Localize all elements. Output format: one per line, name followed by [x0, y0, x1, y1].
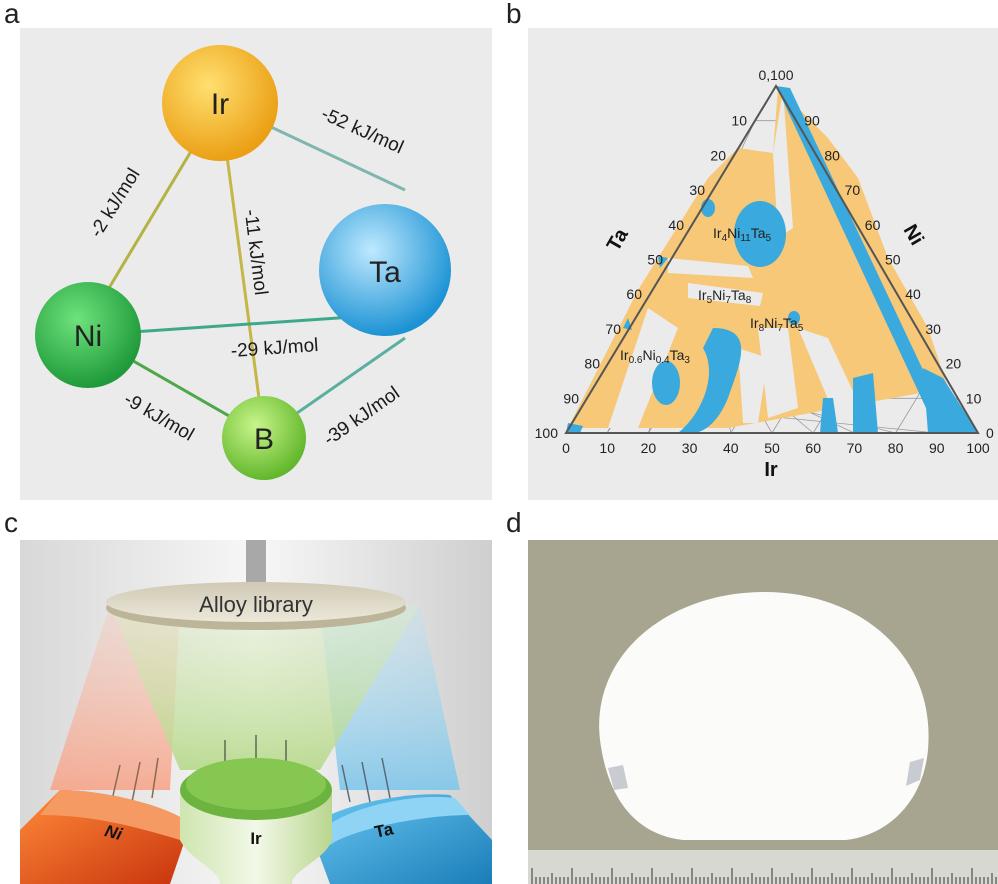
ta-target: Ta [310, 794, 492, 884]
right-tick-label: 0 [986, 425, 994, 441]
ni-target: Ni [20, 790, 190, 884]
atom-ni [35, 282, 141, 388]
right-tick-label: 20 [946, 356, 962, 372]
right-tick-label: 30 [925, 321, 941, 337]
phase-label-ir4ni11ta5: Ir4Ni11Ta5 [713, 225, 772, 244]
right-tick-label: 10 [966, 390, 982, 406]
left-tick-label: 80 [584, 356, 600, 372]
right-tick-label: 70 [845, 182, 861, 198]
panel-d-wafer-photo [528, 540, 998, 884]
bottom-tick-label: 80 [888, 440, 904, 456]
right-tick-label: 90 [804, 113, 820, 129]
atom-label-ta: Ta [369, 256, 401, 289]
left-tick-label: 30 [689, 182, 705, 198]
right-tick-label: 50 [885, 252, 901, 268]
holder-rod [246, 540, 266, 582]
panel-a-bond-diagram: -52 kJ/mol -2 kJ/mol -11 kJ/mol -29 kJ/m… [20, 28, 492, 500]
atom-label-ni: Ni [74, 320, 102, 353]
bottom-tick-label: 20 [641, 440, 657, 456]
ternary-outline [564, 84, 980, 434]
right-tick-label: 80 [824, 147, 840, 163]
left-tick-label: 40 [668, 217, 684, 233]
ir-target: Ir [180, 758, 332, 884]
phase-gaps [608, 90, 868, 428]
panel-letter-b: b [506, 0, 522, 29]
target-label-ir: Ir [250, 829, 262, 848]
ta-flux-arrows [341, 757, 391, 803]
wafer [599, 592, 929, 840]
target-label-ni: Ni [103, 821, 126, 844]
left-tick-label: 60 [626, 286, 642, 302]
ruler-ticks [531, 868, 997, 884]
right-tick-label: 40 [905, 286, 921, 302]
ir-plume [110, 605, 420, 770]
left-tick-label: 50 [647, 252, 663, 268]
axis-title-ir: Ir [764, 459, 778, 481]
wafer-reflection-right [906, 758, 924, 786]
atom-ir [162, 45, 278, 161]
bottom-tick-label: 60 [805, 440, 821, 456]
apex-tick-label: 0,100 [758, 67, 793, 83]
substrate-label: Alloy library [199, 592, 313, 617]
left-tick-label: 10 [731, 113, 747, 129]
atom-ta [319, 204, 451, 336]
bottom-tick-label: 0 [562, 440, 570, 456]
bottom-tick-label: 90 [929, 440, 945, 456]
left-tick-label: 100 [535, 425, 559, 441]
phase-label-ir8ni7ta5: Ir8Ni7Ta5 [750, 315, 804, 334]
ni-flux-arrows [111, 757, 159, 803]
panel-letter-c: c [4, 507, 18, 538]
panel-letter-a: a [4, 0, 20, 29]
phase-label-ir06ni04ta3: Ir0.6Ni0.4Ta3 [620, 347, 690, 366]
bottom-tick-label: 10 [599, 440, 615, 456]
bottom-tick-label: 100 [966, 440, 990, 456]
left-tick-label: 70 [605, 321, 621, 337]
bottom-tick-label: 30 [682, 440, 698, 456]
bottom-tick-label: 50 [764, 440, 780, 456]
atom-label-b: B [254, 423, 274, 456]
panel-c-sputtering-schematic: Alloy library Ni Ta Ir [20, 540, 492, 884]
atom-b [222, 396, 306, 480]
right-tick-label: 60 [865, 217, 881, 233]
atom-label-ir: Ir [211, 88, 229, 121]
substrate-disc [106, 582, 406, 622]
panel-letter-d: d [506, 507, 522, 538]
wafer-reflection-left [608, 765, 628, 790]
left-tick-label: 90 [563, 390, 579, 406]
phase-label-ir5ni7ta8: Ir5Ni7Ta8 [698, 287, 752, 306]
bottom-tick-label: 70 [847, 440, 863, 456]
target-label-ta: Ta [373, 819, 396, 842]
bottom-tick-label: 40 [723, 440, 739, 456]
left-tick-label: 20 [710, 147, 726, 163]
